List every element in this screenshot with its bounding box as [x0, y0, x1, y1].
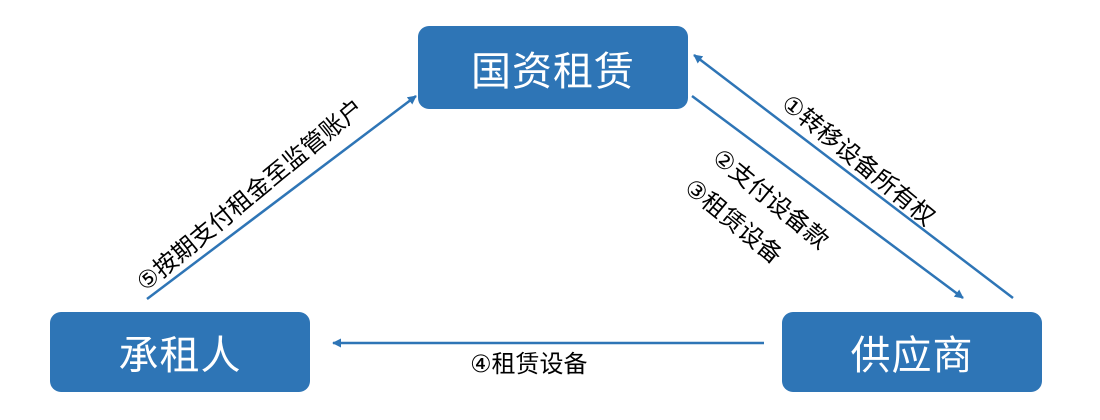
arrow-transfer-ownership — [693, 54, 1014, 299]
node-lessee: 承租人 — [50, 312, 310, 392]
label-lease-equipment-bottom: ④租赁设备 — [470, 350, 588, 378]
arrow-pay-rent — [146, 95, 417, 300]
arrow-pay-equipment — [691, 94, 964, 300]
node-state-leasing: 国资租赁 — [418, 26, 688, 109]
node-supplier: 供应商 — [782, 312, 1042, 392]
